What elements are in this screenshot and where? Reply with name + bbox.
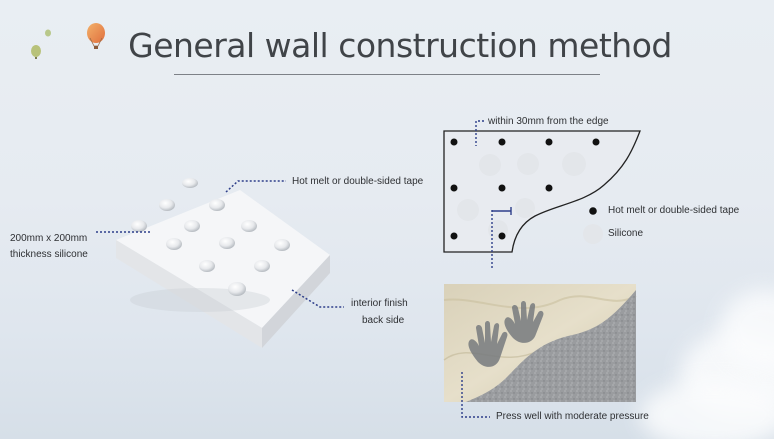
interior-finish-label: interior finish [351, 298, 408, 309]
hot-air-balloon-icon [31, 45, 41, 59]
tape-dots [450, 138, 600, 240]
legend-silicone-circle [583, 224, 603, 244]
press-instruction-label: Press well with moderate pressure [496, 411, 649, 422]
silicone-circles [457, 152, 586, 240]
legend-tape-dot [589, 207, 597, 215]
legend-silicone-label: Silicone [608, 228, 644, 239]
tape-label: Hot melt or double-sided tape [292, 176, 424, 187]
hand-print-icon [504, 301, 544, 343]
edge-distance-label: within 30mm from the edge [488, 116, 609, 127]
wall-shape-diagram [443, 120, 641, 268]
title-divider [174, 74, 600, 75]
hand-print-icon [468, 321, 508, 367]
hot-air-balloon-icon [87, 23, 105, 49]
page-title: General wall construction method [128, 26, 672, 65]
hot-air-balloon-icon [45, 29, 51, 37]
leader-lines [96, 180, 344, 308]
silicone-drops [131, 178, 290, 296]
size-label: 200mm x 200mm [10, 233, 88, 244]
thickness-label: thickness silicone [10, 249, 88, 260]
legend-tape-label: Hot melt or double-sided tape [608, 205, 740, 216]
wall-press-photo [443, 284, 637, 418]
tile-illustration [116, 178, 330, 348]
back-side-label: back side [362, 315, 405, 326]
